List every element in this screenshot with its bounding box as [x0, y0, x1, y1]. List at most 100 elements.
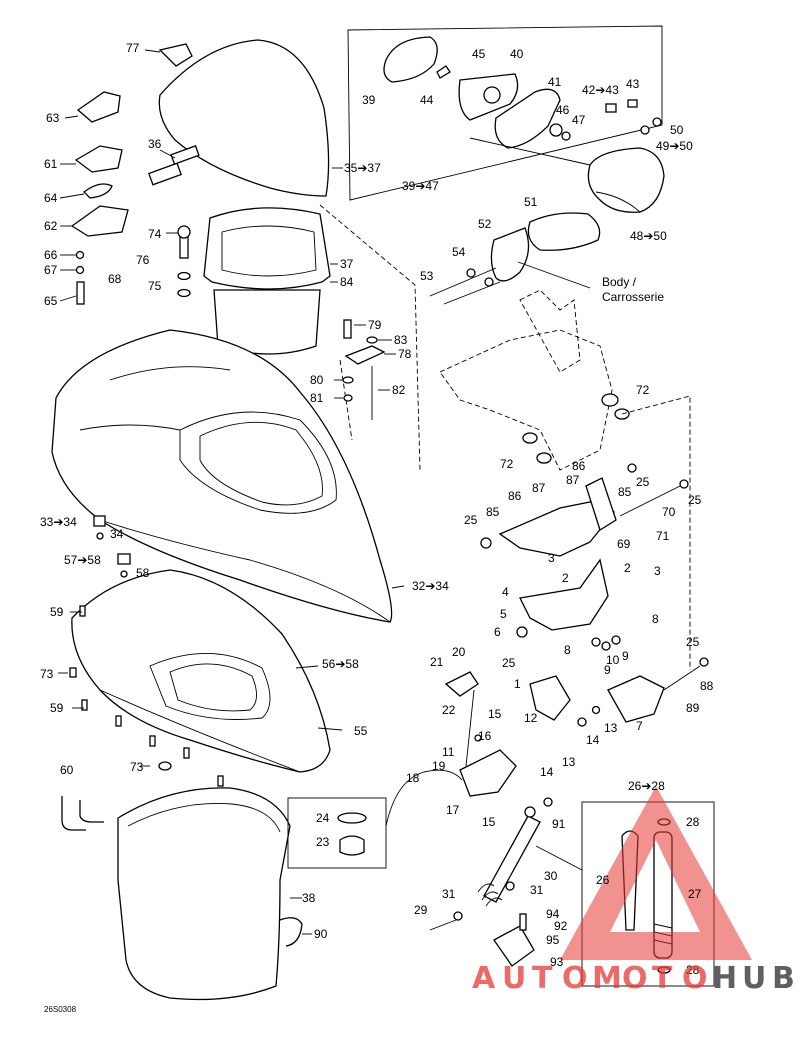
screw-liner-4: [217, 775, 224, 787]
inner-liner-edge: [99, 689, 301, 773]
callout-c85a: 85: [618, 485, 632, 499]
callout-c3a: 3: [548, 551, 555, 565]
callout-c18: 18: [406, 771, 420, 785]
callout-c12: 12: [524, 711, 538, 725]
callout-c5658: 56➔58: [322, 657, 359, 671]
part-63: [76, 91, 121, 123]
callout-c75: 75: [148, 279, 162, 293]
callout-c72a: 72: [636, 383, 650, 397]
washer-31a: [505, 881, 515, 891]
callout-c51: 51: [524, 195, 538, 209]
callout-c54: 54: [452, 245, 466, 259]
callout-c6: 6: [494, 625, 501, 639]
callout-c19: 19: [432, 759, 446, 773]
washer-14: [577, 717, 587, 727]
watermark-letter: T: [532, 961, 553, 996]
bushing-72d: [536, 452, 552, 464]
storage-tub: [117, 787, 291, 1001]
callout-c13b: 13: [562, 755, 576, 769]
callout-c7: 7: [636, 719, 643, 733]
inset-box-23-24: [287, 797, 387, 869]
windshield-pad-2: [170, 145, 200, 165]
part-13: [591, 705, 601, 715]
callout-c3234: 32➔34: [412, 579, 449, 593]
body-leader: [517, 261, 591, 289]
callout-c27: 27: [688, 887, 702, 901]
callout-c79: 79: [368, 318, 382, 332]
callout-c63: 63: [46, 111, 60, 125]
screw-59a: [79, 605, 86, 617]
part-91b: [543, 797, 553, 807]
callout-c11: 11: [442, 745, 455, 759]
callout-c88: 88: [700, 679, 714, 693]
callout-c10: 10: [606, 653, 620, 667]
part-11: [459, 749, 517, 797]
callout-c3b: 3: [654, 564, 661, 578]
callout-c2a: 2: [562, 571, 569, 585]
top-deck-lower-edge: [93, 517, 391, 623]
top-deck-contour-2: [79, 424, 181, 431]
guide-line-1: [319, 204, 421, 471]
mirror-arm: [527, 212, 601, 251]
frame-outline-2: [519, 289, 581, 373]
watermark-letter: H: [712, 961, 737, 996]
callout-c31b: 31: [442, 887, 456, 901]
screw-59b: [81, 699, 88, 711]
mirror-nut-2: [652, 117, 662, 127]
callout-c22: 22: [442, 703, 456, 717]
watermark-letter: O: [682, 961, 708, 996]
callout-c13a: 13: [604, 721, 618, 735]
mirror-glass: [383, 36, 438, 83]
leader-lines: [58, 49, 405, 935]
callout-c43: 43: [626, 77, 640, 91]
screw-73a: [69, 667, 77, 678]
callout-c64: 64: [44, 191, 58, 205]
part-67: [75, 265, 85, 275]
screw-liner-2: [149, 735, 156, 747]
part-62: [70, 205, 129, 237]
bolt-53: [429, 267, 497, 297]
callout-c62: 62: [44, 219, 58, 233]
mirror-nut: [549, 123, 563, 137]
part-23: [339, 835, 365, 856]
mirror-screw: [436, 65, 451, 79]
callout-c24: 24: [316, 811, 330, 825]
part-75a: [177, 271, 191, 281]
part-64: [83, 183, 113, 199]
callout-c38: 38: [302, 891, 316, 905]
part-75b: [177, 288, 191, 298]
callout-c86a: 86: [572, 459, 586, 473]
callout-c5: 5: [500, 607, 507, 621]
frame-outline: [439, 329, 613, 471]
part-94: [519, 913, 527, 931]
cap-25c: [627, 463, 637, 473]
callout-c86b: 86: [508, 489, 522, 503]
mirror-washer: [561, 131, 571, 141]
bracket-4: [519, 558, 609, 631]
callout-c31a: 31: [530, 883, 544, 897]
callout-c3334: 33➔34: [40, 515, 77, 529]
bolt-70: [619, 485, 681, 517]
part-20: [444, 671, 479, 697]
callout-c59a: 59: [50, 605, 64, 619]
mirror-pivot: [483, 86, 501, 104]
callout-c84: 84: [340, 275, 354, 289]
part-57: [117, 553, 131, 565]
callout-c85b: 85: [486, 505, 500, 519]
screw-liner-1: [115, 715, 122, 727]
part-60: [61, 796, 86, 831]
callout-c4: 4: [502, 585, 509, 599]
mirror-support: [490, 227, 530, 282]
callout-c25d: 25: [686, 635, 700, 649]
watermark-letter: O: [622, 961, 648, 996]
callout-c72b: 72: [500, 457, 514, 471]
watermark-logo: [560, 786, 752, 960]
callout-c17: 17: [446, 803, 460, 817]
mirror-housing: [587, 147, 665, 213]
part-81: [343, 394, 353, 402]
mirror-housing-edge: [595, 191, 641, 213]
callout-c25c: 25: [464, 513, 478, 527]
inset-leader: [385, 769, 463, 827]
storage-bin-inner: [221, 225, 317, 277]
mirror-dash-1: [469, 137, 591, 166]
